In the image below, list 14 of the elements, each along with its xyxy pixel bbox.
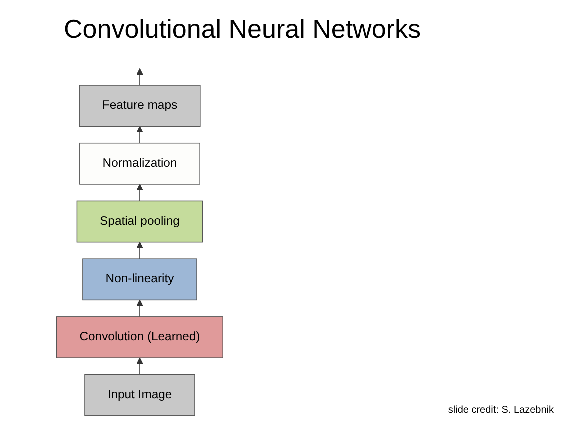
slide-title: Convolutional Neural Networks <box>64 14 421 45</box>
arrow <box>136 68 144 86</box>
arrow <box>136 126 144 144</box>
node-box: Input Image <box>84 374 196 416</box>
arrow <box>136 358 144 376</box>
node-box: Convolution (Learned) <box>56 316 224 358</box>
arrow <box>136 184 144 202</box>
node-box: Normalization <box>80 142 200 185</box>
node-box: Feature maps <box>79 85 201 127</box>
credit-note: slide credit: S. Lazebnik <box>448 405 554 416</box>
arrow <box>136 242 144 260</box>
node-box: Non-linearity <box>82 258 198 301</box>
node-box: Spatial pooling <box>76 200 204 243</box>
arrow <box>136 300 144 318</box>
